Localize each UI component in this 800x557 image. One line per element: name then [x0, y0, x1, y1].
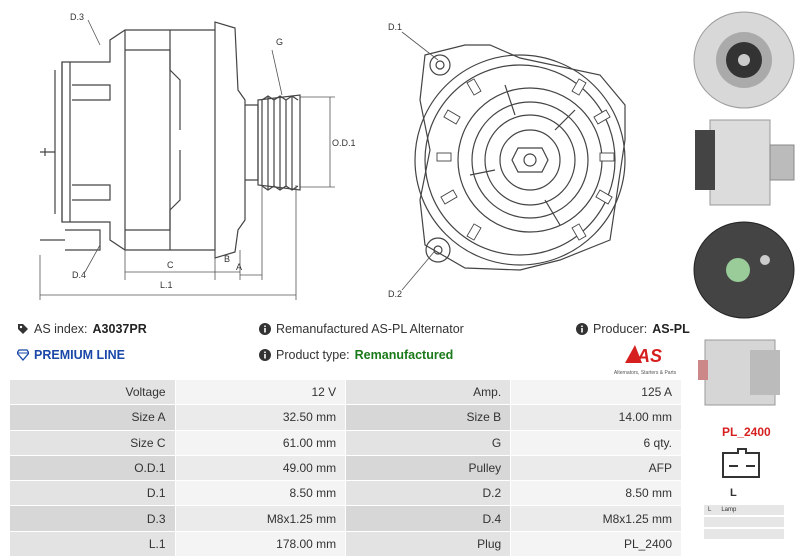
spec-label: D.2 [345, 480, 512, 507]
tag-icon [18, 324, 28, 334]
spec-value: 125 A [510, 378, 682, 406]
product-photo-angle[interactable] [690, 325, 798, 415]
label-a: A [236, 262, 242, 272]
spec-label: Amp. [345, 378, 512, 406]
spec-value: M8x1.25 mm [510, 505, 682, 532]
spec-value: 8.50 mm [174, 480, 347, 507]
svg-text:AS: AS [636, 346, 662, 365]
producer-label: Producer: [593, 322, 648, 336]
spec-value: 61.00 mm [174, 429, 347, 456]
premium-line-label: PREMIUM LINE [34, 348, 125, 362]
spec-value: PL_2400 [510, 530, 682, 557]
diamond-icon [17, 349, 29, 361]
spec-label: D.4 [345, 505, 512, 532]
spec-value: M8x1.25 mm [174, 505, 347, 532]
spec-value: 12 V [174, 378, 347, 406]
spec-label: O.D.1 [9, 454, 176, 482]
description-text: Remanufactured AS-PL Alternator [276, 322, 464, 336]
producer: Producer: AS-PL [576, 322, 690, 336]
spec-label: L.1 [9, 530, 176, 557]
label-c: C [167, 260, 174, 270]
product-type: Product type: Remanufactured [259, 348, 453, 362]
info-icon [576, 323, 588, 335]
as-logo: AS Alternators, Starters & Parts [612, 343, 678, 376]
product-photo-side[interactable] [690, 110, 798, 212]
label-d1: D.1 [388, 22, 402, 32]
spec-label: D.3 [9, 505, 176, 532]
legend-pin: L [708, 507, 712, 513]
info-icon [259, 349, 271, 361]
spec-label: D.1 [9, 480, 176, 507]
plug-pin-label: L [730, 487, 737, 499]
legend-row [704, 517, 784, 527]
spec-label: Size A [9, 404, 176, 431]
product-photo-front[interactable] [690, 5, 798, 110]
spec-label: Pulley [345, 454, 512, 482]
legend-row: L Lamp [704, 505, 784, 515]
label-d3: D.3 [70, 12, 84, 22]
spec-value: 6 qty. [510, 429, 682, 456]
producer-value: AS-PL [652, 322, 690, 336]
label-d4: D.4 [72, 270, 86, 280]
product-photo-rear[interactable] [690, 215, 798, 320]
legend-desc: Lamp [721, 507, 737, 513]
label-b: B [224, 254, 230, 264]
as-index-label: AS index: [34, 322, 88, 336]
legend-row [704, 529, 784, 539]
as-logo-mark: AS [625, 345, 662, 366]
technical-drawing: D.3 D.4 G O.D.1 C B A L.1 D.1 D.2 [39, 12, 626, 300]
as-index: AS index: A3037PR [17, 322, 147, 336]
spec-value: 49.00 mm [174, 454, 347, 482]
premium-line: PREMIUM LINE [17, 348, 125, 362]
plug-legend: L Lamp [704, 505, 784, 541]
label-l1: L.1 [160, 280, 173, 290]
spec-value: 32.50 mm [174, 404, 347, 431]
info-icon [259, 323, 271, 335]
spec-label: Size B [345, 404, 512, 431]
spec-label: Plug [345, 530, 512, 557]
spec-value: AFP [510, 454, 682, 482]
spec-value: 178.00 mm [174, 530, 347, 557]
description: Remanufactured AS-PL Alternator [259, 322, 464, 336]
spec-label: G [345, 429, 512, 456]
as-index-value: A3037PR [92, 322, 147, 336]
plug-code: PL_2400 [722, 425, 771, 439]
product-type-label: Product type: [276, 348, 350, 362]
product-type-value: Remanufactured [354, 348, 454, 362]
spec-value: 14.00 mm [510, 404, 682, 431]
plug-diagram [722, 448, 760, 478]
spec-label: Size C [9, 429, 176, 456]
label-g: G [276, 37, 283, 47]
as-logo-tagline: Alternators, Starters & Parts [613, 370, 677, 376]
spec-label: Voltage [9, 378, 176, 406]
spec-value: 8.50 mm [510, 480, 682, 507]
label-od1: O.D.1 [332, 138, 356, 148]
label-d2: D.2 [388, 289, 402, 299]
